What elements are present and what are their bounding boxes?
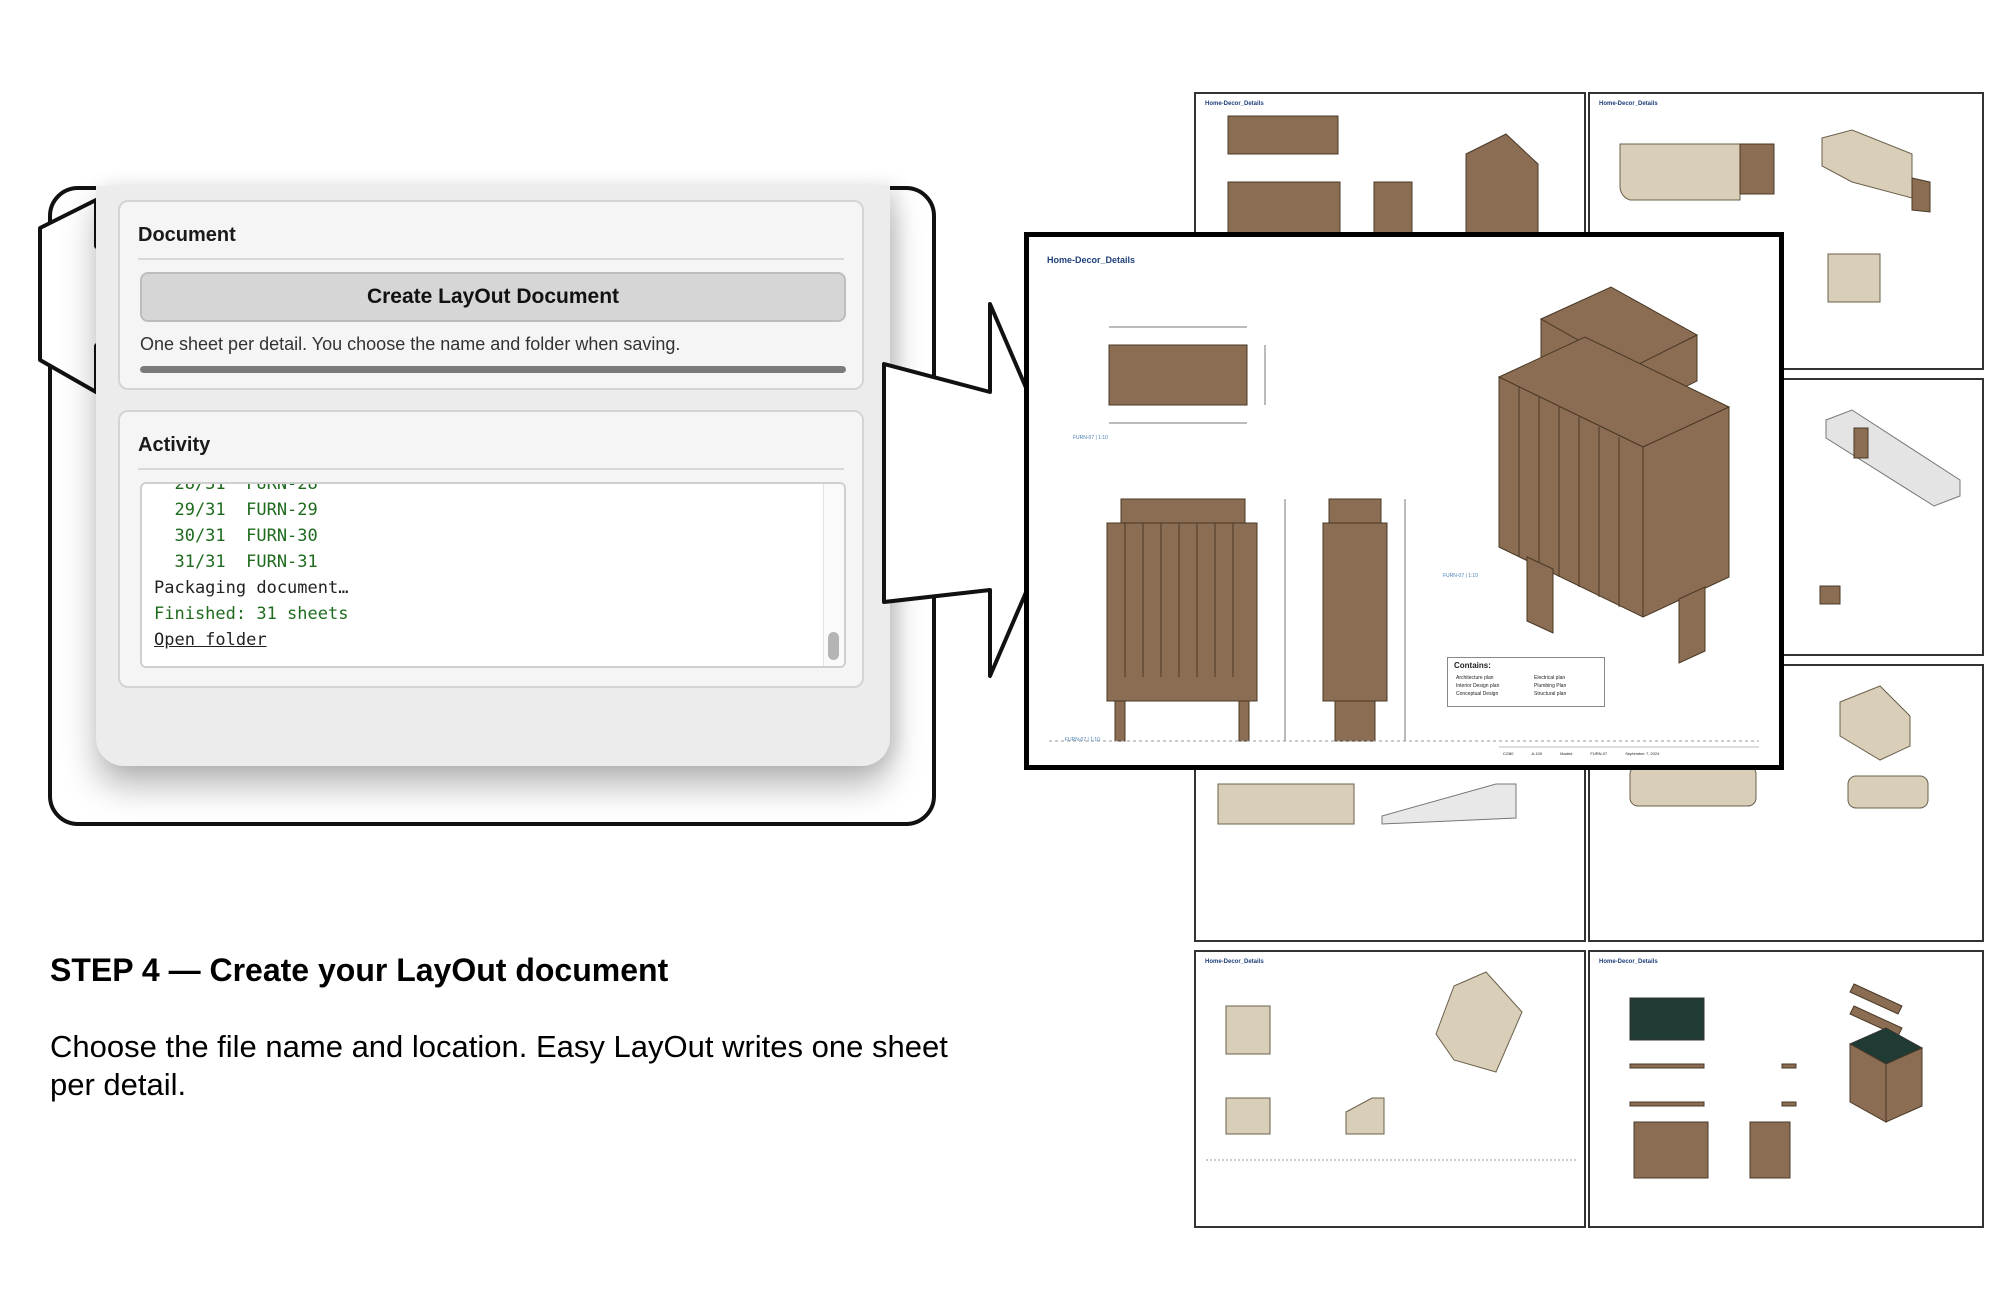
log-line: 30/31 FURN-30 <box>154 526 318 546</box>
log-line: Finished: 31 sheets <box>154 604 349 624</box>
featured-sheet-title: Home-Decor_Details <box>1047 255 1136 265</box>
log-line: 31/31 FURN-31 <box>154 552 318 572</box>
sheet-title: Home-Decor_Details <box>1205 959 1264 965</box>
activity-section-title: Activity <box>138 434 211 456</box>
sheet-drawing <box>1819 409 1961 605</box>
plan-view-label: FURN-07 | 1:10 <box>1073 435 1108 441</box>
activity-log-scroll-thumb[interactable] <box>828 632 839 660</box>
document-section-title: Document <box>138 224 236 246</box>
progress-bar <box>140 366 846 373</box>
sheet-drawing <box>1629 983 1924 1179</box>
contains-item: Plumbing Plan <box>1534 683 1567 689</box>
step-heading: STEP 4 — Create your LayOut document <box>50 952 669 988</box>
sheet-drawing <box>1629 685 1929 809</box>
activity-log[interactable]: 28/31 FURN-28 29/31 FURN-29 30/31 FURN-3… <box>140 482 846 668</box>
document-section: Document Create LayOut Document One shee… <box>118 200 864 390</box>
sheet-title: Home-Decor_Details <box>1205 101 1264 107</box>
step-description: Choose the file name and location. Easy … <box>50 1029 948 1102</box>
log-line: 29/31 FURN-29 <box>154 500 318 520</box>
sheet-drawing <box>1619 129 1931 303</box>
contains-left-list: Architecture plan Interior Design plan C… <box>1456 674 1499 698</box>
sheet-title: Home-Decor_Details <box>1599 959 1658 965</box>
title-block-field: September 7, 2024 <box>1625 751 1660 756</box>
create-layout-document-button[interactable]: Create LayOut Document <box>140 272 846 322</box>
easy-layout-panel: Document Create LayOut Document One shee… <box>96 186 890 766</box>
contains-item: Conceptual Design <box>1456 691 1499 697</box>
log-line: 28/31 FURN-28 <box>154 482 318 494</box>
activity-section-divider <box>138 468 844 470</box>
log-line: Packaging document… <box>154 578 349 598</box>
contains-box: Contains: Architecture plan Interior Des… <box>1447 657 1605 707</box>
activity-log-scrollbar[interactable] <box>823 484 844 666</box>
sheet-thumbnail: Home-Decor_Details <box>1194 950 1586 1228</box>
sheet-title: Home-Decor_Details <box>1599 101 1658 107</box>
featured-sheet-drawing <box>1049 286 1759 748</box>
contains-title: Contains: <box>1454 661 1491 670</box>
iso-view-label: FURN-07 | 1:10 <box>1443 573 1478 579</box>
title-block-field: Madrid <box>1560 751 1573 756</box>
document-helper-text: One sheet per detail. You choose the nam… <box>140 334 681 354</box>
sheet-drawing <box>1206 971 1576 1161</box>
sheet-thumbnail: Home-Decor_Details <box>1588 950 1984 1228</box>
document-section-divider <box>138 258 844 260</box>
title-block-field: CG80 <box>1503 751 1514 756</box>
contains-right-list: Electrical plan Plumbing Plan Structural… <box>1534 674 1566 698</box>
progress-bar-fill <box>140 366 846 373</box>
open-folder-link[interactable]: Open folder <box>154 630 267 650</box>
contains-item: Structural plan <box>1534 691 1567 697</box>
contains-item: Architecture plan <box>1456 675 1494 681</box>
activity-section: Activity 28/31 FURN-28 29/31 FURN-29 30/… <box>118 410 864 688</box>
title-block-field: FURN-07 <box>1590 751 1608 756</box>
title-block: CG80 A-100 Madrid FURN-07 September 7, 2… <box>1503 751 1763 756</box>
title-block-field: A-100 <box>1531 751 1543 756</box>
contains-item: Interior Design plan <box>1456 683 1500 689</box>
contains-item: Electrical plan <box>1534 675 1566 681</box>
featured-sheet: Home-Decor_Details <box>1024 232 1784 770</box>
elevation-label: FURN-07 | 1:10 <box>1065 737 1100 743</box>
